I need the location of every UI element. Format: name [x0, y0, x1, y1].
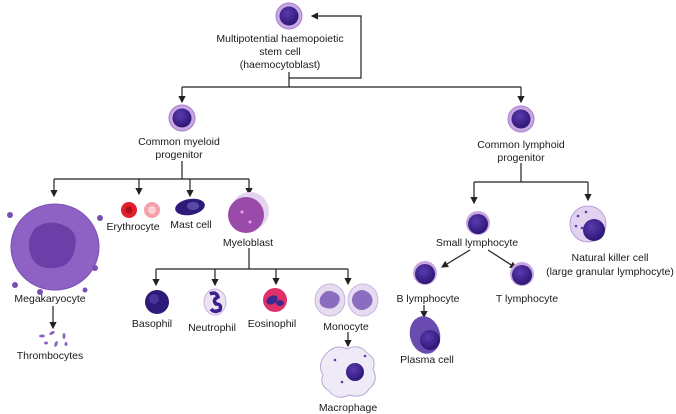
macrophage-cell [319, 346, 376, 398]
nk-cell-label-2: (large granular lymphocyte) [546, 266, 674, 278]
stem-cell-label-1: Multipotential haemopoietic [216, 33, 343, 45]
macrophage-label: Macrophage [319, 402, 378, 414]
thrombocytes-label: Thrombocytes [17, 350, 84, 362]
monocyte-label: Monocyte [323, 321, 369, 333]
small-lymphocyte-cell [466, 211, 490, 235]
myeloid-progenitor-label-2: progenitor [155, 149, 203, 161]
erythrocyte-label: Erythrocyte [106, 221, 159, 233]
b-lymphocyte-label: B lymphocyte [396, 293, 459, 305]
monocyte-cells [314, 283, 379, 317]
stem-cell-label-2: stem cell [259, 46, 300, 58]
myeloid-progenitor-label-1: Common myeloid [138, 136, 220, 148]
b-lymphocyte-cell [413, 261, 437, 285]
nk-cell-label-1: Natural killer cell [571, 252, 648, 264]
myeloid-progenitor-cell [168, 104, 196, 132]
erythrocyte-cells [121, 202, 160, 218]
eosinophil-cell [263, 288, 287, 312]
neutrophil-cell [203, 288, 227, 316]
plasma-cell-label: Plasma cell [400, 354, 454, 366]
eosinophil-label: Eosinophil [248, 318, 296, 330]
plasma-cell [409, 316, 441, 354]
megakaryocyte-cell [7, 203, 103, 295]
lymphoid-progenitor-cell [507, 105, 535, 133]
thrombocytes-cells [39, 331, 68, 347]
neutrophil-label: Neutrophil [188, 322, 236, 334]
mast-cell [175, 198, 205, 216]
stem-cell [275, 2, 303, 30]
lymphoid-progenitor-label-1: Common lymphoid [477, 139, 565, 151]
megakaryocyte-label: Megakaryocyte [14, 293, 85, 305]
myeloblast-label: Myeloblast [223, 237, 273, 249]
t-lymphocyte-cell [510, 262, 534, 286]
myeloblast-cell [228, 192, 269, 233]
lymphoid-progenitor-label-2: progenitor [497, 152, 545, 164]
basophil-cell [145, 290, 169, 314]
basophil-label: Basophil [132, 318, 172, 330]
stem-cell-label-3: (haemocytoblast) [240, 59, 321, 71]
mast-cell-label: Mast cell [170, 219, 211, 231]
small-lymphocyte-label: Small lymphocyte [436, 237, 518, 249]
t-lymphocyte-label: T lymphocyte [496, 293, 558, 305]
connector-lines [49, 12, 592, 348]
natural-killer-cell [569, 205, 607, 243]
